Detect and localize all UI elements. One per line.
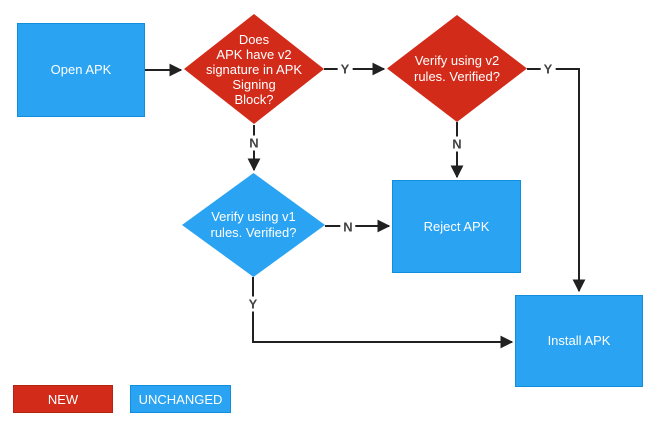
v2-verify-line: Verify using v2 xyxy=(414,52,500,68)
v2-check-line: Signing xyxy=(232,76,276,92)
node-open-apk: Open APK xyxy=(17,23,145,117)
v2-check-line: Does xyxy=(238,31,270,47)
legend-unchanged: UNCHANGED xyxy=(130,385,231,413)
v2-check-line: APK have v2 xyxy=(216,46,292,62)
legend-new: NEW xyxy=(13,385,113,413)
node-install-apk: Install APK xyxy=(515,295,643,387)
node-reject-apk: Reject APK xyxy=(392,180,521,273)
edge-v2verify-yes-to-install xyxy=(527,68,586,293)
edge-label-v1verify-yes: Y xyxy=(245,296,261,312)
edge-v1verify-yes-to-install xyxy=(252,277,514,349)
edge-label-v1verify-no: N xyxy=(340,219,356,235)
legend-new-label: NEW xyxy=(47,391,79,407)
v1-verify-line: rules. Verified? xyxy=(210,225,297,240)
v1-verify-line: Verify using v1 xyxy=(211,209,296,224)
node-install-apk-label: Install APK xyxy=(547,333,611,348)
v2-check-line: signature in APK xyxy=(205,61,303,77)
edge-label-v2verify-no: N xyxy=(449,136,465,152)
edge-label-v2verify-yes: Y xyxy=(540,61,556,77)
node-reject-apk-label: Reject APK xyxy=(423,218,490,234)
edge-label-v2check-no: N xyxy=(246,135,262,151)
v2-check-line: Block? xyxy=(234,91,274,107)
legend-unchanged-label: UNCHANGED xyxy=(138,391,223,407)
v2-verify-line: rules. Verified? xyxy=(414,68,500,84)
node-open-apk-label: Open APK xyxy=(50,62,112,77)
edge-label-v2check-yes: Y xyxy=(337,61,353,77)
